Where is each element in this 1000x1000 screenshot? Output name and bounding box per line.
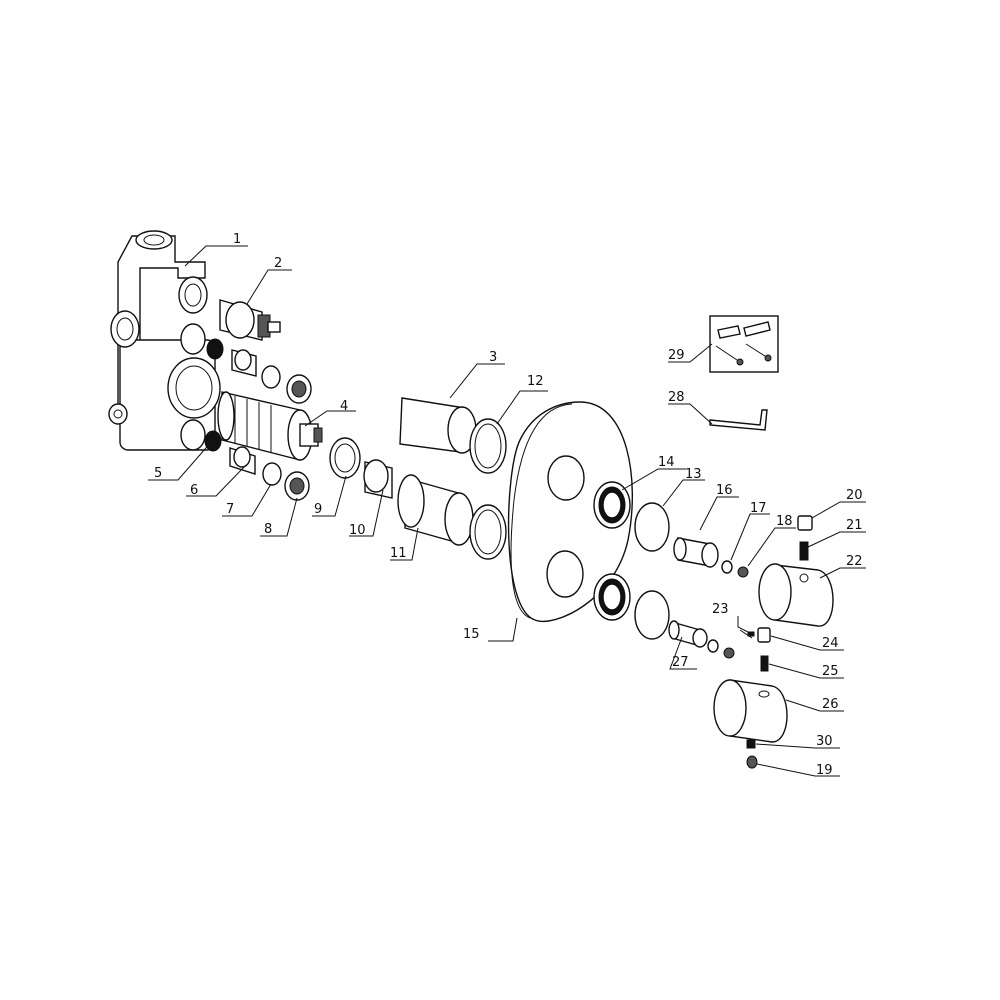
part-24-cap (757, 627, 771, 643)
label-part-11: 11 (390, 546, 407, 561)
part-20-cap (797, 515, 813, 531)
part-16-adapter (673, 537, 719, 568)
label-part-14: 14 (658, 455, 675, 470)
part-23-pin (739, 629, 755, 639)
label-part-20: 20 (846, 488, 863, 503)
part-25-grub-screw (760, 655, 769, 672)
part-21-grub-screw (799, 541, 809, 561)
label-part-9: 9 (314, 502, 322, 517)
label-part-2: 2 (274, 256, 282, 271)
part-11-extension (397, 474, 474, 546)
part-27-adapter (668, 620, 708, 648)
part-12-o-rings (469, 418, 507, 560)
label-part-12: 12 (527, 374, 544, 389)
label-part-19: 19 (816, 763, 833, 778)
part-number-labels: 1 2 3 4 5 6 7 8 9 10 11 12 13 14 15 16 1… (154, 232, 863, 778)
label-part-6: 6 (190, 483, 198, 498)
part-22-handle (758, 563, 834, 627)
part-4-thermostatic-cartridge (217, 391, 323, 461)
label-part-28: 28 (668, 390, 685, 405)
label-part-21: 21 (846, 518, 863, 533)
label-part-7: 7 (226, 502, 234, 517)
label-part-16: 16 (716, 483, 733, 498)
label-part-25: 25 (822, 664, 839, 679)
label-part-23: 23 (712, 602, 729, 617)
label-part-22: 22 (846, 554, 863, 569)
part-9-clip-ring (329, 437, 361, 479)
part-2-cartridge (219, 299, 281, 341)
leader-lines (148, 245, 866, 777)
label-part-18: 18 (776, 514, 793, 529)
part-10-sleeve (363, 459, 393, 499)
part-18-screws (723, 566, 749, 659)
label-part-1: 1 (233, 232, 241, 247)
label-part-10: 10 (349, 523, 366, 538)
part-28-hex-key (709, 409, 768, 431)
part-1-valve-body (108, 230, 221, 451)
part-26-handle (713, 679, 788, 743)
label-part-13: 13 (685, 467, 702, 482)
label-part-30: 30 (816, 734, 833, 749)
part-7-o-rings (261, 365, 282, 486)
label-part-5: 5 (154, 466, 162, 481)
label-part-29: 29 (668, 348, 685, 363)
part-6-check-valves (229, 349, 257, 475)
label-part-26: 26 (822, 697, 839, 712)
part-17-washers (707, 560, 733, 653)
part-19-nut (746, 755, 758, 769)
part-15-faceplate (507, 401, 633, 622)
part-3-cover-sleeve (399, 397, 477, 454)
label-part-8: 8 (264, 522, 272, 537)
part-29-fixings-box (709, 315, 779, 373)
label-part-27: 27 (672, 655, 689, 670)
label-part-24: 24 (822, 636, 839, 651)
label-part-4: 4 (340, 399, 348, 414)
part-13-o-rings (634, 502, 670, 640)
part-30-set-screw (746, 739, 756, 749)
label-part-3: 3 (489, 350, 497, 365)
part-14-escutcheon-rings (593, 481, 631, 621)
label-part-15: 15 (463, 627, 480, 642)
part-5-seals (204, 338, 224, 452)
label-part-17: 17 (750, 501, 767, 516)
part-8-plugs (284, 374, 312, 501)
